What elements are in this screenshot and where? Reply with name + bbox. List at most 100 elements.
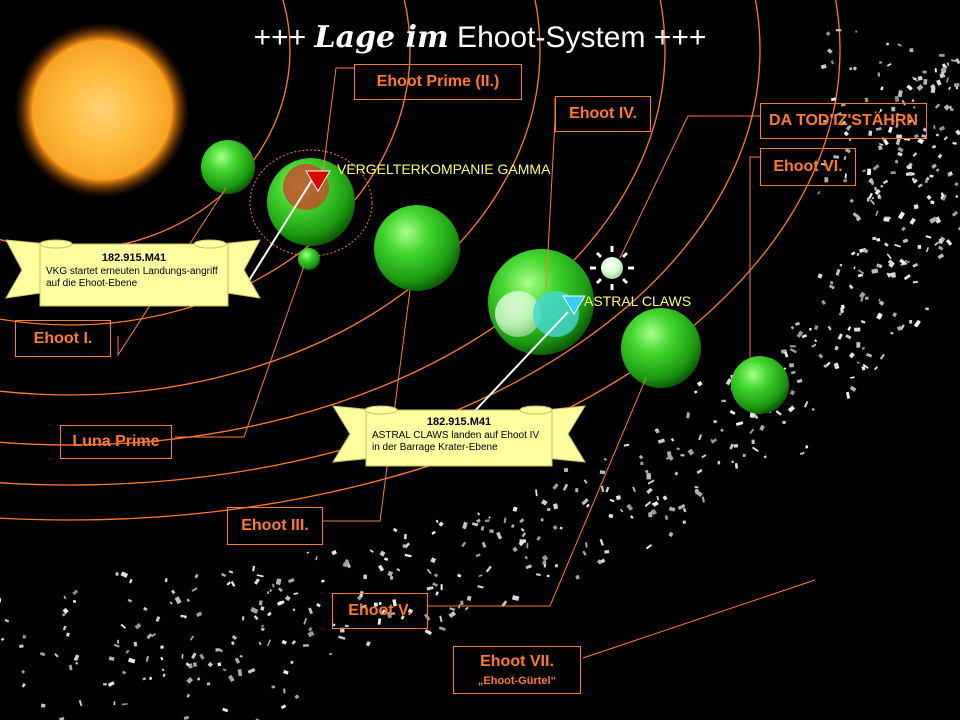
asteroid [552, 503, 559, 510]
asteroid [404, 553, 412, 558]
label-da-todiz: DA TOD'IZ'STÄHRN [760, 103, 927, 139]
asteroid [934, 103, 941, 109]
asteroid [230, 581, 236, 587]
asteroid [864, 97, 869, 103]
asteroid [655, 429, 660, 434]
asteroid [290, 660, 294, 665]
asteroid [735, 421, 744, 426]
asteroid [260, 606, 265, 611]
asteroid [790, 325, 795, 330]
asteroid [651, 509, 657, 516]
asteroid [880, 184, 884, 188]
asteroid [856, 253, 859, 256]
asteroid [879, 61, 883, 64]
asteroid [638, 454, 644, 460]
asteroid [897, 146, 904, 153]
line-ehoot-vi [749, 156, 760, 360]
asteroid [947, 172, 951, 177]
label-ehoot-i: Ehoot I. [15, 320, 111, 357]
asteroid [308, 607, 313, 615]
asteroid [632, 486, 636, 492]
asteroid [520, 527, 525, 532]
asteroid [930, 200, 935, 205]
asteroid [68, 664, 73, 671]
asteroid [266, 591, 270, 595]
asteroid [552, 525, 558, 531]
asteroid [666, 451, 672, 459]
asteroid [143, 606, 148, 612]
asteroid [648, 512, 653, 518]
asteroid [115, 572, 119, 576]
asteroid [882, 179, 889, 185]
asteroid [475, 518, 481, 524]
asteroid [4, 618, 10, 623]
asteroid [404, 533, 407, 540]
asteroid [218, 648, 223, 653]
asteroid [252, 565, 255, 572]
asteroid [284, 595, 291, 602]
asteroid [61, 612, 66, 617]
label-ehoot-v: Ehoot V. [332, 593, 428, 629]
asteroid [133, 641, 138, 647]
asteroid [280, 704, 287, 710]
asteroid [913, 106, 916, 109]
asteroid [449, 607, 456, 611]
asteroid [876, 312, 883, 320]
asteroid [868, 177, 874, 184]
asteroid [850, 251, 856, 256]
asteroid [874, 187, 877, 191]
asteroid [396, 568, 401, 572]
asteroid [848, 352, 855, 359]
asteroid [938, 125, 946, 132]
asteroid [825, 31, 831, 37]
asteroid [940, 193, 947, 201]
asteroid [546, 574, 550, 578]
asteroid [937, 153, 943, 159]
asteroid [596, 559, 603, 565]
asteroid [946, 77, 949, 83]
asteroid [440, 584, 443, 591]
asteroid [894, 243, 902, 248]
asteroid [585, 542, 588, 548]
asteroid [670, 437, 675, 442]
marker-astral-icon [562, 295, 586, 315]
asteroid [439, 615, 443, 623]
asteroid [953, 82, 960, 88]
asteroid [359, 590, 364, 598]
asteroid [955, 129, 960, 136]
asteroid [912, 152, 918, 157]
asteroid [496, 531, 503, 540]
asteroid [113, 643, 120, 648]
asteroid [904, 259, 910, 264]
asteroid [308, 626, 313, 632]
line-ehoot-prime [322, 67, 354, 173]
asteroid [924, 179, 928, 184]
asteroid [151, 632, 156, 638]
asteroid [241, 616, 245, 621]
label-ehoot-iii: Ehoot III. [227, 507, 323, 545]
asteroid [763, 455, 767, 459]
asteroid [872, 236, 877, 241]
asteroid [840, 103, 846, 107]
asteroid [145, 655, 150, 662]
asteroid [850, 376, 855, 379]
asteroid [789, 389, 796, 396]
asteroid [215, 648, 220, 652]
asteroid [789, 363, 794, 368]
asteroid [342, 561, 349, 568]
line-luna [175, 265, 305, 438]
asteroid [563, 468, 569, 473]
asteroid [925, 176, 930, 181]
unit-vergelterkompanie: VERGELTERKOMPANIE GAMMA [337, 161, 551, 177]
asteroid [402, 544, 407, 549]
asteroid [75, 661, 79, 665]
asteroid [266, 639, 272, 647]
asteroid [199, 653, 205, 660]
asteroid [840, 307, 844, 313]
asteroid [935, 168, 940, 172]
asteroid [849, 385, 857, 392]
asteroid [828, 284, 835, 290]
asteroid [668, 531, 674, 538]
asteroid [860, 295, 864, 302]
